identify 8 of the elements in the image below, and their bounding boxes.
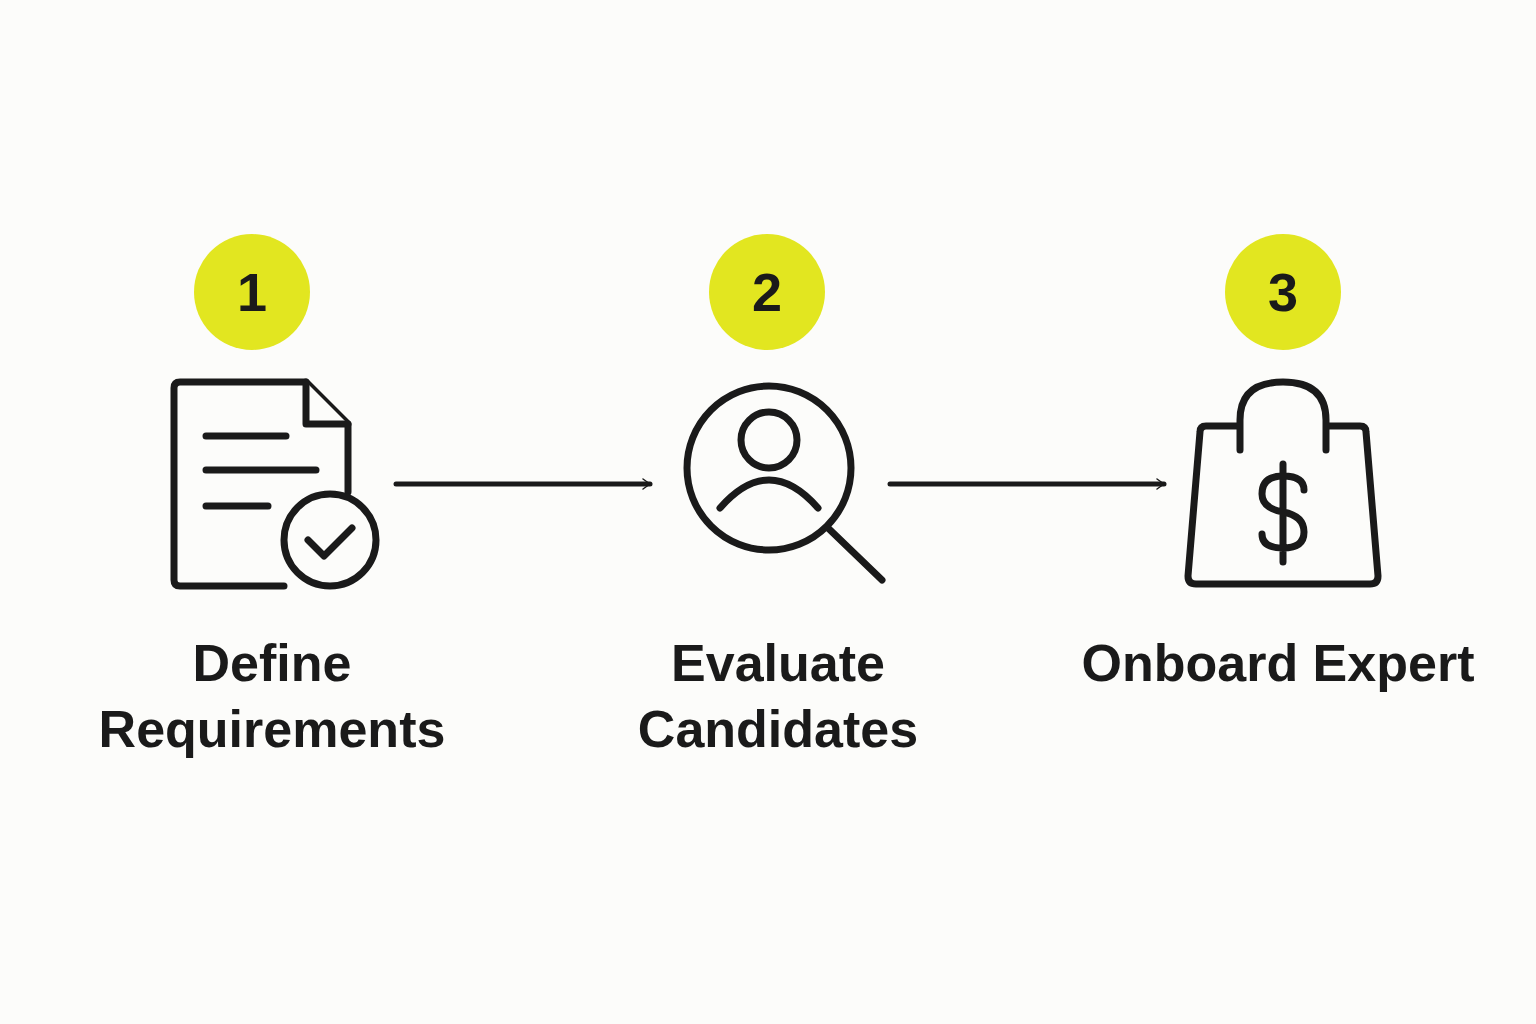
step-label: Evaluate Candidates [636, 633, 920, 760]
step-label: Onboard Expert [1080, 633, 1476, 694]
step-number-badge: 3 [1225, 234, 1341, 350]
arrow [393, 478, 653, 490]
step-number-badge: 1 [194, 234, 310, 350]
step-label: Define Requirements [97, 633, 447, 760]
arrow [887, 478, 1167, 490]
step-number-badge: 2 [709, 234, 825, 350]
